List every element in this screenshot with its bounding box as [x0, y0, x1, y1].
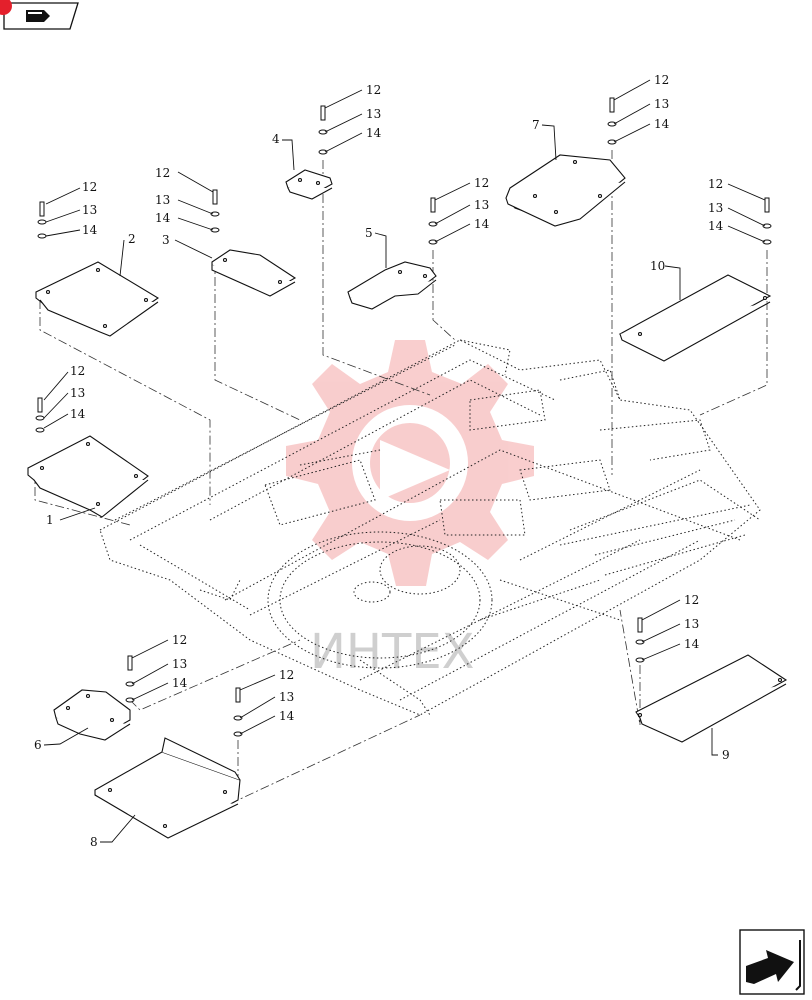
callout-10: 10 — [650, 259, 665, 273]
fastener-6 — [125, 655, 135, 703]
header-tab[interactable] — [0, 0, 80, 32]
plate-6[interactable] — [53, 689, 131, 741]
callout-12: 12 — [708, 177, 723, 191]
callout-12: 12 — [82, 180, 97, 194]
next-page-arrow-icon[interactable] — [738, 928, 806, 996]
callout-14: 14 — [172, 676, 188, 690]
callout-14: 14 — [279, 709, 295, 723]
fastener-2 — [37, 201, 47, 239]
callout-13: 13 — [279, 690, 294, 704]
plate-10[interactable] — [618, 274, 772, 362]
callout-13: 13 — [474, 198, 489, 212]
callout-14: 14 — [654, 117, 670, 131]
plate-1[interactable] — [27, 435, 149, 518]
callout-5: 5 — [365, 226, 373, 240]
callout-13: 13 — [155, 193, 170, 207]
callout-4: 4 — [272, 132, 280, 146]
callout-12: 12 — [172, 633, 187, 647]
callout-1: 1 — [46, 513, 54, 527]
callout-12: 12 — [70, 364, 85, 378]
fastener-stacks — [35, 97, 772, 737]
callout-labels: 1 2 3 4 5 6 7 8 9 10 12 13 14 12 13 14 1… — [34, 73, 730, 849]
callout-14: 14 — [155, 211, 171, 225]
callout-13: 13 — [366, 107, 381, 121]
fastener-4 — [318, 105, 328, 155]
callout-12: 12 — [474, 176, 489, 190]
callout-14: 14 — [474, 217, 490, 231]
watermark-text: ИНТЕХ — [310, 624, 475, 680]
plate-9[interactable] — [635, 654, 788, 743]
plate-7[interactable] — [505, 154, 626, 227]
callout-13: 13 — [82, 203, 97, 217]
fastener-3 — [210, 189, 220, 233]
callout-leaders — [43, 79, 766, 843]
callout-12: 12 — [654, 73, 669, 87]
callout-9: 9 — [722, 748, 730, 762]
callout-14: 14 — [366, 126, 382, 140]
callout-13: 13 — [70, 386, 85, 400]
callout-13: 13 — [172, 657, 187, 671]
fastener-10 — [762, 197, 772, 245]
callout-14: 14 — [82, 223, 98, 237]
callout-14: 14 — [70, 407, 86, 421]
callout-8: 8 — [90, 835, 98, 849]
callout-13: 13 — [708, 201, 723, 215]
fastener-5 — [428, 197, 438, 245]
fastener-1 — [35, 397, 45, 433]
plate-3[interactable] — [211, 249, 297, 297]
plate-2[interactable] — [35, 261, 160, 337]
watermark-logo — [286, 340, 534, 586]
callout-12: 12 — [279, 668, 294, 682]
callout-14: 14 — [684, 637, 700, 651]
callout-2: 2 — [128, 232, 136, 246]
callout-12: 12 — [366, 83, 381, 97]
leader-lines — [34, 150, 768, 801]
callout-7: 7 — [532, 118, 540, 132]
callout-12: 12 — [684, 593, 699, 607]
callout-13: 13 — [684, 617, 699, 631]
book-icon — [26, 10, 50, 22]
callout-14: 14 — [708, 219, 724, 233]
callout-13: 13 — [654, 97, 669, 111]
fastener-8 — [233, 687, 243, 737]
callout-3: 3 — [162, 233, 170, 247]
main-frame — [99, 339, 761, 716]
fastener-7 — [607, 97, 617, 145]
callout-12: 12 — [155, 166, 170, 180]
plate-4[interactable] — [285, 169, 333, 200]
callout-6: 6 — [34, 738, 42, 752]
plate-5[interactable] — [347, 261, 437, 310]
plate-8[interactable] — [94, 737, 241, 839]
fastener-9 — [635, 617, 645, 663]
marker-dot-icon — [0, 0, 12, 15]
